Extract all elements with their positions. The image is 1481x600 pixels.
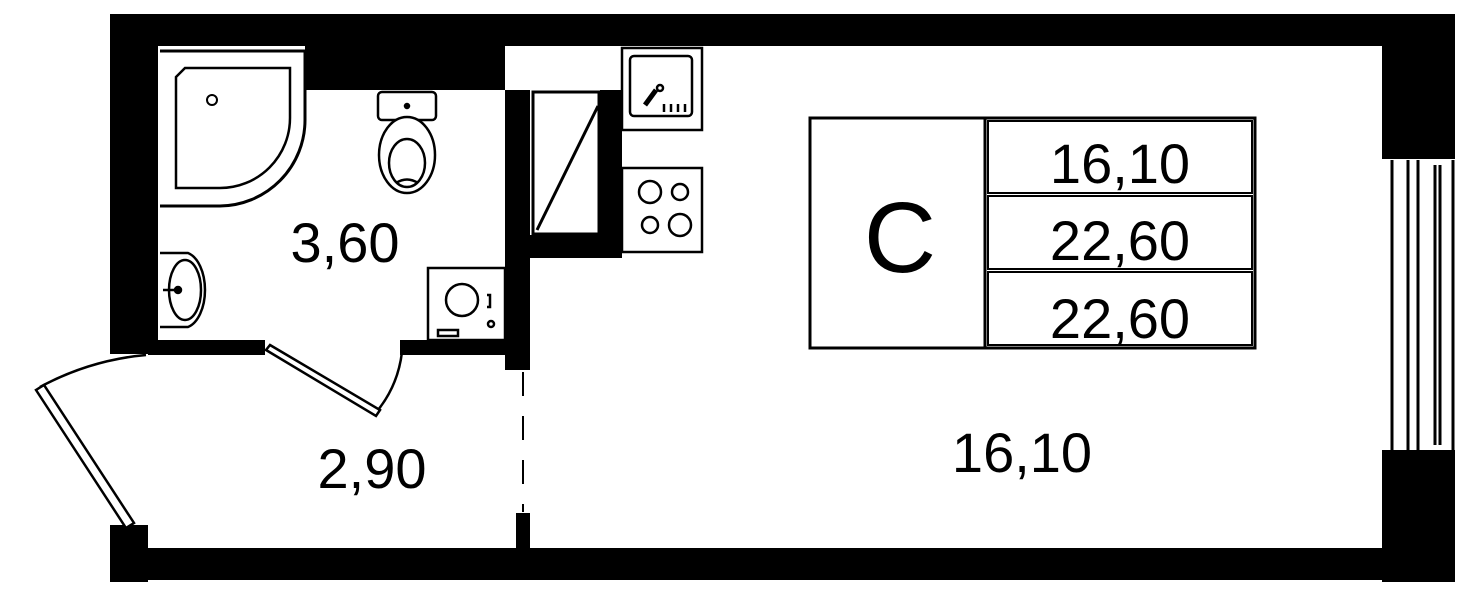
- wall-segment: [505, 14, 622, 46]
- living-area-label: 16,10: [952, 421, 1092, 484]
- table-living-area: 16,10: [1050, 132, 1190, 195]
- shower-icon: [160, 49, 307, 208]
- bottom-wall: [110, 548, 1455, 580]
- bathroom-top-wall: [305, 14, 505, 90]
- bathroom-bottom-wall-right: [400, 340, 520, 355]
- entrance-door[interactable]: [34, 353, 147, 530]
- area-summary-table: [808, 116, 1257, 350]
- table-total-area-with-balcony: 22,60: [1050, 287, 1190, 350]
- stove-icon: [620, 166, 704, 254]
- right-wall-top: [1382, 14, 1455, 159]
- closet-bottom-wall: [520, 235, 622, 258]
- table-total-area: 22,60: [1050, 209, 1190, 272]
- washbasin-icon: [160, 251, 207, 329]
- apartment-type-label: С: [864, 182, 936, 294]
- washing-machine-icon: [426, 266, 507, 342]
- closet-icon: [531, 90, 601, 236]
- bathroom-right-wall: [505, 90, 530, 370]
- bathroom-area-label: 3,60: [291, 211, 400, 274]
- partition-stub: [516, 513, 530, 553]
- toilet-icon: [376, 90, 438, 195]
- hallway-area-label: 2,90: [318, 437, 427, 500]
- bathroom-bottom-wall-left: [148, 340, 265, 355]
- closet-right-wall: [600, 90, 622, 258]
- top-wall: [110, 14, 1385, 46]
- walls: [110, 14, 1455, 582]
- right-wall-bottom: [1382, 450, 1455, 582]
- left-wall: [110, 14, 158, 354]
- bathroom-door[interactable]: [264, 343, 404, 418]
- window: [1390, 160, 1455, 450]
- kitchen-sink-icon: [620, 46, 704, 132]
